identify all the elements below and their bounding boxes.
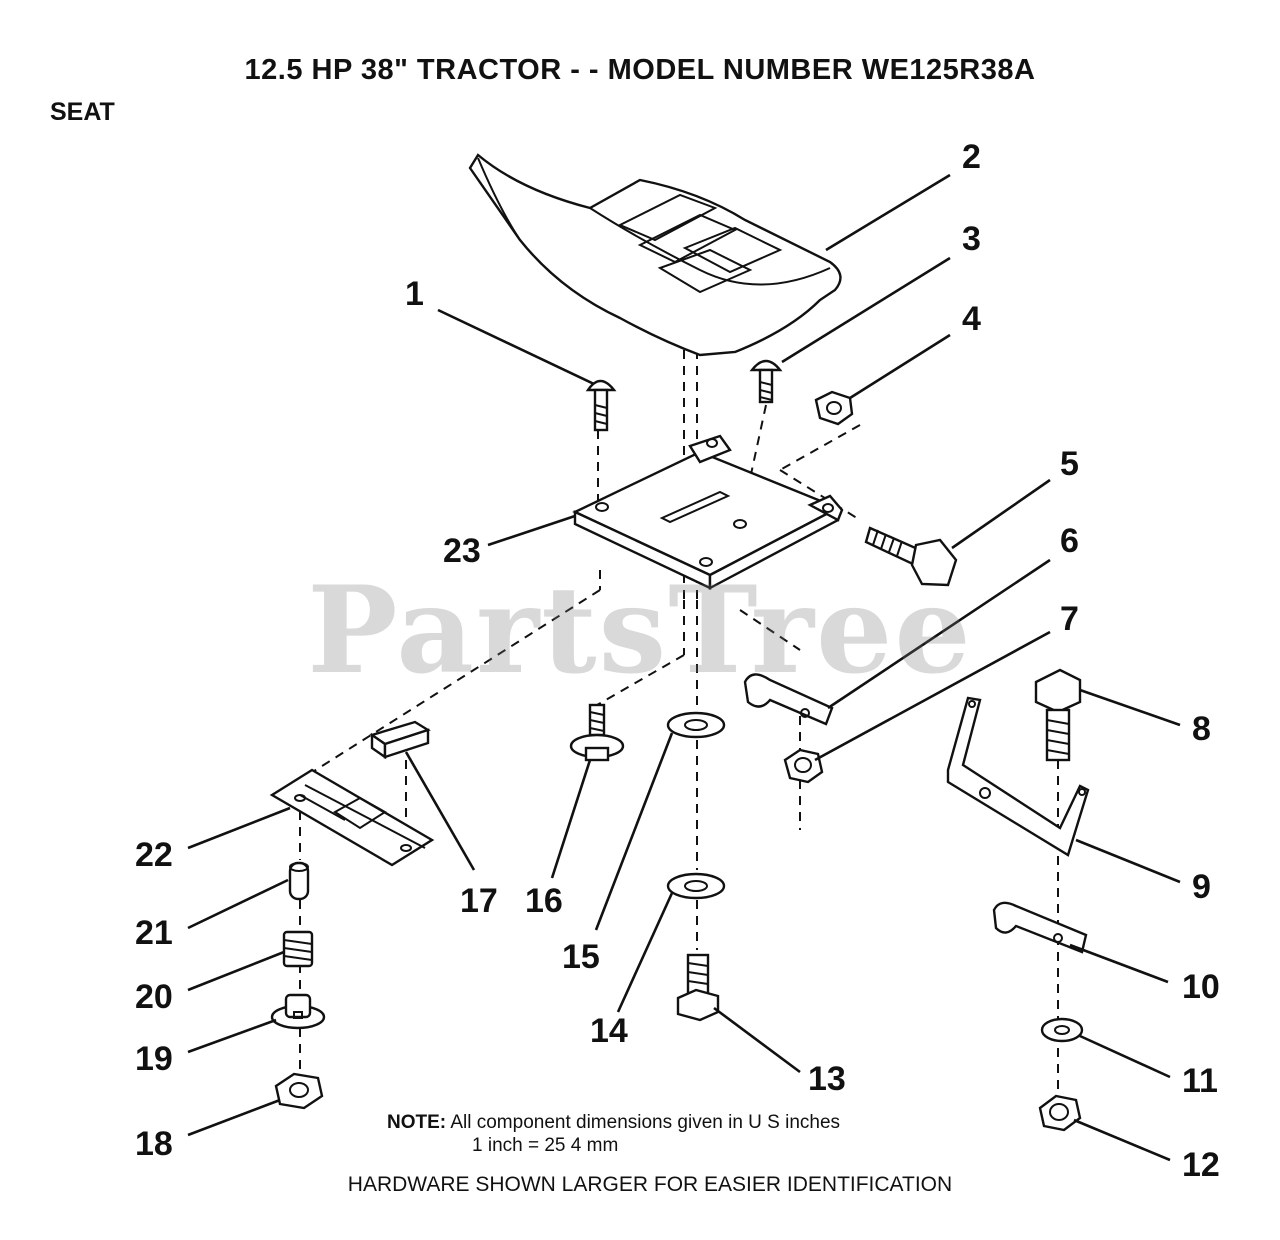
callout-13: 13 — [808, 1060, 846, 1098]
washer-part-11 — [1040, 1017, 1084, 1043]
diagram-title: 12.5 HP 38" TRACTOR - - MODEL NUMBER WE1… — [244, 54, 1036, 86]
lock-nut-part-12 — [1038, 1094, 1082, 1132]
callout-2: 2 — [962, 138, 981, 176]
section-label: SEAT — [50, 98, 115, 126]
callout-20: 20 — [135, 978, 173, 1016]
hex-bolt-part-13 — [676, 953, 720, 1022]
hex-nut-part — [814, 390, 854, 426]
callout-6: 6 — [1060, 522, 1079, 560]
carriage-bolt-part — [585, 379, 617, 432]
callout-22: 22 — [135, 836, 173, 874]
callout-15: 15 — [562, 938, 600, 976]
washer-part-15 — [666, 711, 726, 739]
pin-part — [288, 861, 310, 901]
callout-1: 1 — [405, 275, 424, 313]
callout-4: 4 — [962, 300, 981, 338]
callout-10: 10 — [1182, 968, 1220, 1006]
callout-19: 19 — [135, 1040, 173, 1078]
callout-21: 21 — [135, 914, 173, 952]
lock-nut-part — [783, 748, 824, 784]
shoulder-bolt-part — [864, 526, 958, 587]
callout-numbers: 1 2 3 4 5 6 7 8 9 10 11 12 13 14 15 16 1… — [135, 138, 1220, 1184]
callout-12: 12 — [1182, 1146, 1220, 1184]
shoulder-screw-part — [569, 703, 625, 762]
seat-part — [468, 153, 842, 357]
callout-8: 8 — [1192, 710, 1211, 748]
note-line-1: NOTE: All component dimensions given in … — [387, 1112, 840, 1134]
callout-7: 7 — [1060, 600, 1079, 638]
callout-9: 9 — [1192, 868, 1211, 906]
spacer-block-part — [369, 720, 431, 760]
callout-3: 3 — [962, 220, 981, 258]
washer-part-14 — [666, 872, 726, 900]
callout-14: 14 — [590, 1012, 628, 1050]
bracket-part — [946, 696, 1090, 857]
clip-part-10 — [992, 901, 1088, 954]
flange-nut-part — [274, 1072, 324, 1110]
note-label: NOTE: — [387, 1112, 447, 1133]
hex-bolt-part — [1034, 668, 1082, 762]
callout-18: 18 — [135, 1125, 173, 1163]
bushing-part — [270, 993, 326, 1030]
clip-part — [743, 673, 834, 726]
latch-plate-part — [269, 768, 435, 867]
callout-23: 23 — [443, 532, 481, 570]
spring-part — [282, 930, 314, 968]
watermark: PartsTree — [307, 560, 973, 701]
callout-17: 17 — [460, 882, 498, 920]
callout-11: 11 — [1182, 1062, 1218, 1100]
hardware-footer: HARDWARE SHOWN LARGER FOR EASIER IDENTIF… — [347, 1173, 953, 1196]
screw-part — [749, 359, 783, 404]
callout-leaders — [187, 173, 1181, 1162]
seat-pan-part — [572, 434, 844, 590]
callout-16: 16 — [525, 882, 563, 920]
note-line-2: 1 inch = 25 4 mm — [472, 1135, 619, 1156]
note-text-1: All component dimensions given in U S in… — [450, 1112, 841, 1133]
callout-5: 5 — [1060, 445, 1079, 483]
